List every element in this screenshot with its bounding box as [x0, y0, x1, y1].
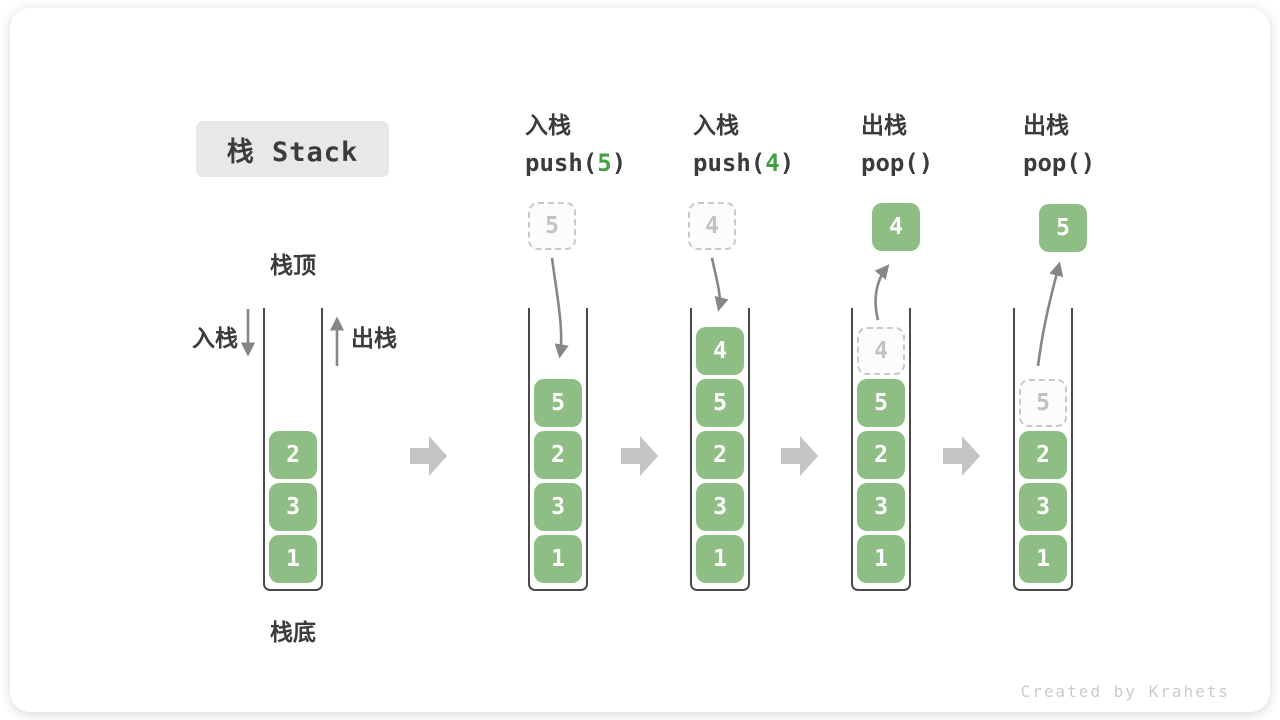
code-post: ) [1080, 149, 1096, 177]
incoming-cell: 4 [688, 202, 736, 250]
code-post: ) [611, 149, 627, 177]
op-code: pop() [861, 145, 1031, 181]
op-column-pop-2: 出栈 pop() [1023, 111, 1193, 181]
stack-cell: 4 [696, 327, 744, 375]
op-name: 出栈 [1023, 113, 1069, 139]
stack-cell: 2 [1019, 431, 1067, 479]
stack-cell: 3 [857, 483, 905, 531]
stack-cell: 3 [1019, 483, 1067, 531]
stack-cell: 5 [534, 379, 582, 427]
op-column-push-4: 入栈 push(4) [693, 111, 863, 181]
code-pre: pop( [861, 149, 919, 177]
popped-cell: 4 [872, 203, 920, 251]
code-arg: 4 [765, 149, 780, 177]
push-4-curve-arrow-icon [710, 257, 729, 312]
title-badge: 栈 Stack [196, 121, 389, 177]
push-side-label: 入栈 [192, 326, 238, 352]
step-arrow-icon [410, 436, 447, 476]
op-name: 入栈 [693, 113, 739, 139]
op-column-pop-1: 出栈 pop() [861, 111, 1031, 181]
op-name: 出栈 [861, 113, 907, 139]
watermark: Created by Krahets [1020, 682, 1230, 701]
stack-cell: 5 [696, 379, 744, 427]
code-post: ) [918, 149, 934, 177]
stack-cell: 2 [857, 431, 905, 479]
stack-cell: 1 [1019, 535, 1067, 583]
op-code: pop() [1023, 145, 1193, 181]
step-arrow-icon [621, 436, 658, 476]
stack-cell: 1 [269, 535, 317, 583]
stack-cell: 2 [269, 431, 317, 479]
code-pre: pop( [1023, 149, 1081, 177]
stack-cell: 5 [857, 379, 905, 427]
step-arrow-icon [781, 436, 818, 476]
stack-top-label: 栈顶 [270, 253, 316, 279]
stack-cell: 1 [696, 535, 744, 583]
stack-well-1 [263, 308, 323, 591]
op-name: 入栈 [525, 113, 571, 139]
stack-well-5 [1013, 308, 1073, 591]
stack-well-2 [528, 308, 588, 591]
op-code: push(4) [693, 145, 863, 181]
ghost-cell: 5 [1019, 379, 1067, 427]
stack-cell: 2 [696, 431, 744, 479]
stack-cell: 1 [534, 535, 582, 583]
stack-cell: 3 [534, 483, 582, 531]
stack-cell: 2 [534, 431, 582, 479]
op-code: push(5) [525, 145, 695, 181]
pop-side-label: 出栈 [351, 326, 397, 352]
stack-well-3 [690, 308, 750, 591]
ghost-cell: 4 [857, 327, 905, 375]
code-pre: push( [693, 149, 766, 177]
code-post: ) [779, 149, 795, 177]
diagram-card: 栈 Stack 入栈 push(5) 入栈 push(4) 出栈 pop() 出… [10, 8, 1270, 712]
stack-cell: 3 [269, 483, 317, 531]
stack-cell: 3 [696, 483, 744, 531]
stack-bottom-label: 栈底 [270, 620, 316, 646]
incoming-cell: 5 [528, 202, 576, 250]
stack-cell: 1 [857, 535, 905, 583]
code-pre: push( [525, 149, 598, 177]
stack-well-4 [851, 308, 911, 591]
step-arrow-icon [943, 436, 980, 476]
op-column-push-5: 入栈 push(5) [525, 111, 695, 181]
code-arg: 5 [597, 149, 612, 177]
popped-cell: 5 [1039, 204, 1087, 252]
